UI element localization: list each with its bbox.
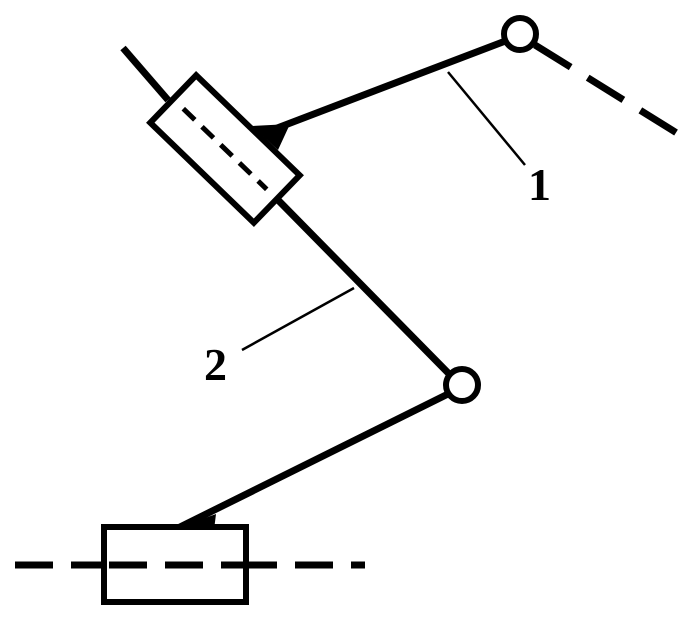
upper-guide-rod-top [120, 45, 171, 103]
lower-pin-joint [443, 366, 481, 404]
part-label-1: 1 [528, 159, 551, 210]
link-1-dashed-extension [533, 42, 682, 138]
leader-line-2 [241, 286, 355, 352]
upper-weld-mark [252, 124, 290, 150]
part-label-2: 2 [204, 339, 227, 390]
lower-weld-mark [178, 514, 216, 530]
upper-slider-centerline [181, 106, 269, 192]
link-1 [270, 36, 510, 134]
upper-guide-rod-bottom [275, 197, 463, 388]
lower-link [176, 389, 452, 532]
upper-pin-joint [501, 15, 539, 53]
upper-slider-block [146, 71, 304, 227]
leader-line-1 [447, 71, 526, 166]
